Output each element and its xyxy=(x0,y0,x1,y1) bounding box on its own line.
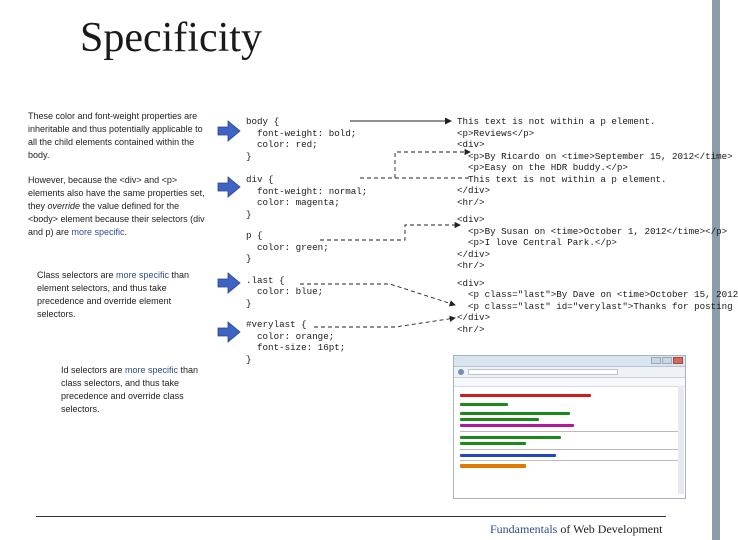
html-line: </div> xyxy=(457,248,491,260)
css-line: } xyxy=(246,353,252,365)
css-line: font-weight: normal; xyxy=(246,185,368,197)
note-class-selectors: Class selectors are more specific than e… xyxy=(37,269,197,321)
browser-page-content xyxy=(454,387,685,475)
note-class-text-b: than element selectors, and thus take pr… xyxy=(37,270,190,319)
css-line: #verylast { xyxy=(246,319,307,330)
note-class-text-a: Class selectors are xyxy=(37,270,117,280)
note-override-end: . xyxy=(124,227,128,237)
css-line: } xyxy=(246,253,252,264)
html-line: <p>Easy on the HDR buddy.</p> xyxy=(457,162,628,173)
render-line-green xyxy=(460,412,570,415)
slide-title: Specificity xyxy=(80,15,262,61)
note-id-text-b: than class selectors, and thus take prec… xyxy=(61,365,199,414)
browser-bookmarks-bar xyxy=(454,378,685,387)
html-line: <hr/> xyxy=(457,260,485,271)
minimize-icon xyxy=(651,357,661,364)
render-line-orange xyxy=(460,464,526,468)
html-line: <div> xyxy=(457,139,485,150)
address-bar xyxy=(468,369,618,375)
css-line: color: orange; xyxy=(246,330,335,342)
html-line: <hr/> xyxy=(457,323,485,335)
browser-scrollbar xyxy=(678,386,684,494)
css-line: div { xyxy=(246,174,274,185)
note-override-text-b: the value defined for the <body> element… xyxy=(28,201,205,237)
css-line: font-size: 16pt; xyxy=(246,342,346,353)
note-override-highlight: more specific xyxy=(71,227,125,237)
css-line: } xyxy=(246,208,252,220)
html-code-block: This text is not within a p element.<p>R… xyxy=(457,116,738,335)
block-arrow-1 xyxy=(217,120,241,142)
render-hr xyxy=(460,449,679,450)
html-line: This text is not within a p element. xyxy=(457,116,656,127)
note-override-emphasis: override xyxy=(47,201,81,211)
render-hr xyxy=(460,431,679,432)
note-inheritance: These color and font-weight properties a… xyxy=(28,111,203,160)
render-line-green xyxy=(460,442,526,445)
html-line: </div> xyxy=(457,312,491,323)
css-line: } xyxy=(246,150,252,162)
html-line: <p class="last">By Dave on <time>October… xyxy=(457,289,738,300)
render-line-green xyxy=(460,436,561,439)
dashed-arrow-div xyxy=(360,148,471,179)
browser-screenshot xyxy=(453,355,686,499)
html-line: <p class="last" id="verylast">Thanks for… xyxy=(457,300,733,312)
css-code-block: body { font-weight: bold; color: red;} di… xyxy=(246,116,367,365)
css-line: .last { xyxy=(246,274,285,286)
html-line: <div> xyxy=(457,277,485,289)
html-line: <p>By Ricardo on <time>September 15, 201… xyxy=(457,150,733,162)
css-line: color: green; xyxy=(246,241,329,253)
block-arrow-2 xyxy=(217,176,241,198)
render-line-magenta xyxy=(460,424,574,427)
browser-titlebar xyxy=(454,356,685,367)
html-line: </div> xyxy=(457,185,491,196)
html-line: <p>Reviews</p> xyxy=(457,127,535,139)
note-id-highlight: more specific xyxy=(125,365,179,375)
footer: Fundamentals of Web Development xyxy=(490,522,662,537)
footer-divider xyxy=(36,516,666,517)
css-line: color: magenta; xyxy=(246,197,340,208)
block-arrow-4 xyxy=(217,321,241,343)
css-line: color: blue; xyxy=(246,286,324,297)
note-class-highlight: more specific xyxy=(116,270,170,280)
footer-rest: of Web Development xyxy=(557,522,663,536)
css-line: color: red; xyxy=(246,139,318,150)
html-line: This text is not within a p element. xyxy=(457,173,667,185)
html-line: <p>I love Central Park.</p> xyxy=(457,237,617,248)
note-override-text-a: However, because the <div> and <p> eleme… xyxy=(28,175,205,211)
render-hr xyxy=(460,460,679,461)
css-line: p { xyxy=(246,230,263,241)
css-line: body { xyxy=(246,116,280,127)
note-id-text-a: Id selectors are xyxy=(61,365,126,375)
render-line-green xyxy=(460,403,509,406)
css-line: } xyxy=(246,297,252,309)
html-line: <hr/> xyxy=(457,196,485,208)
css-line: font-weight: bold; xyxy=(246,127,357,139)
close-icon xyxy=(673,357,683,364)
render-line-red xyxy=(460,394,592,397)
maximize-icon xyxy=(662,357,672,364)
note-override: However, because the <div> and <p> eleme… xyxy=(28,174,206,239)
render-line-blue xyxy=(460,454,557,457)
block-arrow-3 xyxy=(217,272,241,294)
note-id-selectors: Id selectors are more specific than clas… xyxy=(61,364,221,416)
footer-highlight: Fundamentals xyxy=(490,522,558,536)
slide-accent-bar xyxy=(712,0,720,540)
back-icon xyxy=(458,369,464,375)
html-line: <p>By Susan on <time>October 1, 2012</ti… xyxy=(457,225,728,237)
render-line-green xyxy=(460,418,539,421)
browser-navbar xyxy=(454,367,685,378)
html-line: <div> xyxy=(457,214,485,225)
